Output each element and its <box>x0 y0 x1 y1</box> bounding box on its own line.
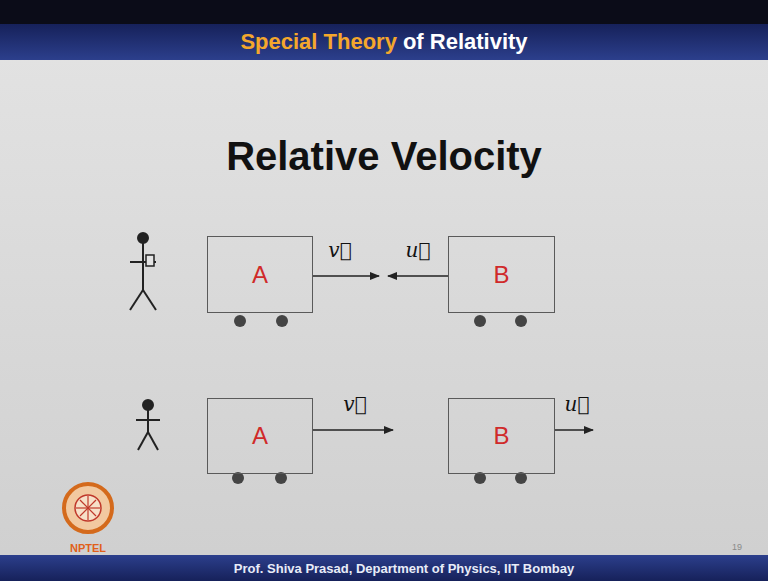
cart-box: B <box>448 398 555 474</box>
footer-bar <box>0 555 768 581</box>
logo-text: NPTEL <box>70 542 106 554</box>
header-text: Special Theory <box>240 29 397 55</box>
cart-box: A <box>207 236 313 313</box>
slide-title: Relative Velocity <box>0 134 768 179</box>
header-bar <box>0 24 768 60</box>
cart-letter: B <box>493 422 509 450</box>
cart-box: B <box>448 236 555 313</box>
vector-label: v⃗ <box>328 238 351 262</box>
vector-label: u⃗ <box>406 238 431 262</box>
top-strip <box>0 0 768 24</box>
vector-label: u⃗ <box>565 392 590 416</box>
stick-figure <box>136 400 160 450</box>
vector-label: v⃗ <box>343 392 366 416</box>
footer-text: Prof. Shiva Prasad, Department of Physic… <box>234 561 574 576</box>
stick-figure <box>130 233 156 310</box>
slide-number: 19 <box>732 542 742 552</box>
cart-letter: B <box>493 261 509 289</box>
cart-box: A <box>207 398 313 474</box>
nptel-logo <box>64 484 112 532</box>
cart-wheels <box>232 315 527 484</box>
header-row: Special Theoryof Relativity <box>0 26 768 58</box>
cart-letter: A <box>252 261 268 289</box>
header-text: of Relativity <box>403 29 528 55</box>
cart-letter: A <box>252 422 268 450</box>
velocity-arrows <box>313 276 593 430</box>
